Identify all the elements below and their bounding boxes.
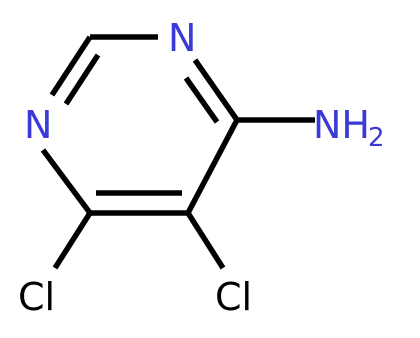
atom-cl-right: Cl bbox=[215, 275, 252, 319]
bond-c4-cl bbox=[52, 211, 93, 270]
bond-c2-n3 bbox=[49, 35, 93, 97]
bond-n3-c4 bbox=[40, 148, 93, 215]
atom-n-left: N bbox=[24, 103, 52, 147]
bond-c5-cl bbox=[185, 211, 226, 270]
bond-n1-c6 bbox=[192, 58, 240, 122]
bond-n1-c6-inner bbox=[183, 76, 220, 124]
atom-nh2: NH bbox=[313, 103, 370, 147]
atom-cl-left: Cl bbox=[18, 275, 55, 319]
bond-c5-c6 bbox=[185, 118, 240, 215]
atom-n-top: N bbox=[168, 16, 196, 60]
bond-c2-n3-inner bbox=[63, 53, 101, 106]
atom-nh2-subscript: 2 bbox=[368, 123, 385, 153]
